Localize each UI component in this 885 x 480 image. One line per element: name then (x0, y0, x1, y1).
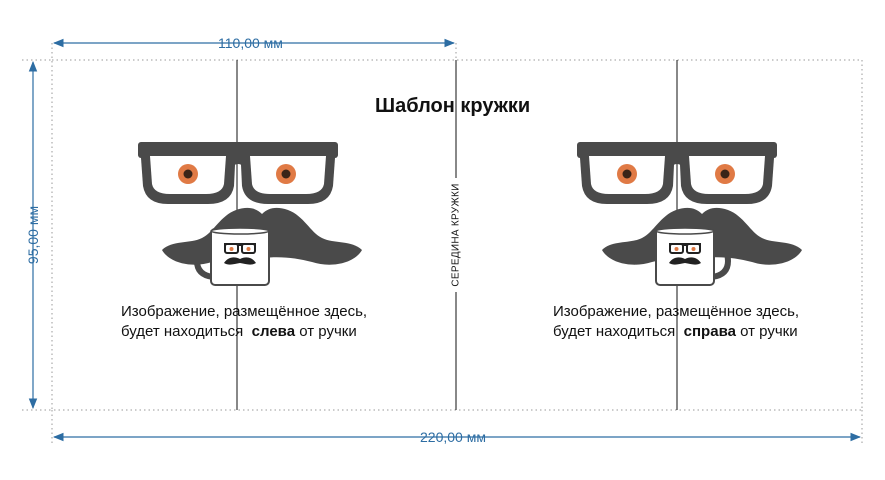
left-line2-bold: слева (251, 323, 296, 340)
page-title: Шаблон кружки (375, 95, 531, 117)
right-line2-suffix: от ручки (740, 323, 798, 340)
left-description-line2: будет находиться слева от ручки (121, 322, 367, 342)
left-line2-prefix: будет находиться (121, 323, 244, 340)
right-line2-bold: справа (683, 323, 736, 340)
center-label: СЕРЕДИНА КРУЖКИ (450, 183, 462, 287)
right-description-line1: Изображение, размещённое здесь, (553, 303, 800, 320)
right-description: Изображение, размещённое здесь, будет на… (553, 302, 799, 342)
left-line2-suffix: от ручки (299, 323, 357, 340)
left-glasses-icon (138, 142, 338, 204)
template-border (51, 59, 863, 411)
height-label: 95,00 мм (25, 205, 41, 265)
left-description-line1: Изображение, размещённое здесь, (121, 303, 368, 320)
right-line2-prefix: будет находиться (553, 323, 676, 340)
half-width-label: 110,00 мм (218, 35, 283, 51)
full-width-label: 220,00 мм (420, 429, 486, 445)
left-description: Изображение, размещённое здесь, будет на… (121, 302, 367, 342)
right-description-line2: будет находиться справа от ручки (553, 322, 799, 342)
